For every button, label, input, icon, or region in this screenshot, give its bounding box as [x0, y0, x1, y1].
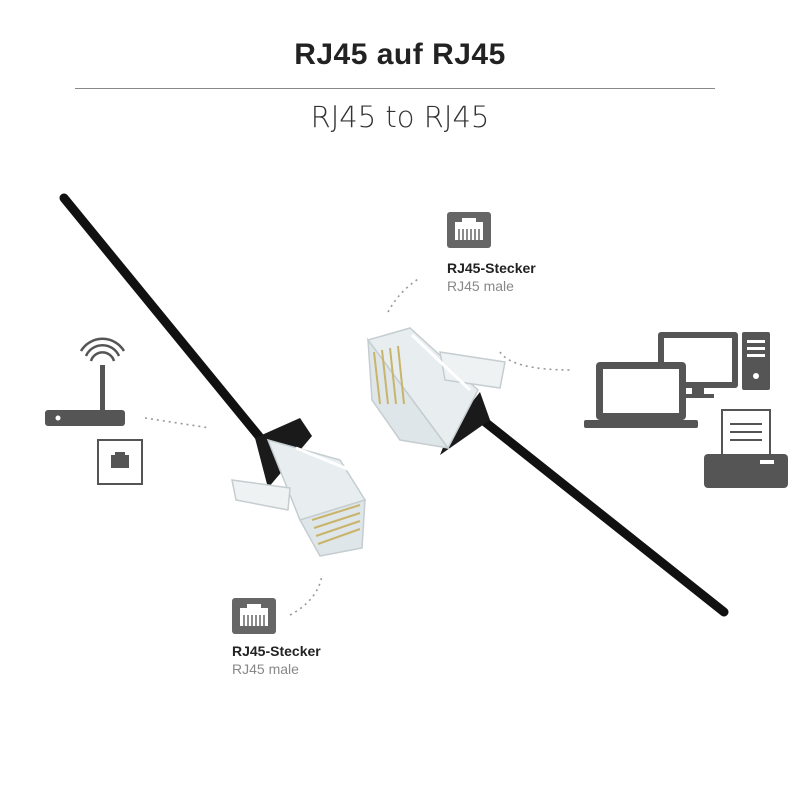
laptop-icon: [584, 362, 698, 428]
leader-devices: [499, 351, 573, 371]
leader-top-plug: [387, 277, 421, 313]
port-icon-bottom: [232, 598, 276, 634]
connector-bottom-label-de: RJ45-Stecker: [232, 643, 321, 659]
wall-socket-icon: [97, 439, 143, 485]
title-german: RJ45 auf RJ45: [294, 38, 506, 71]
leader-bottom-plug: [289, 574, 323, 616]
router-icon: [45, 337, 126, 426]
cable-right: [475, 413, 729, 617]
title-english: RJ45 to RJ45: [310, 100, 490, 134]
cable-left: [59, 193, 267, 445]
port-icon-top: [447, 212, 491, 248]
desktop-tower-icon: [742, 332, 770, 390]
connector-bottom-label-en: RJ45 male: [232, 661, 299, 677]
rj45-plug-right: [366, 327, 506, 455]
printer-icon: [704, 409, 788, 488]
callout-top-connector: RJ45-Stecker RJ45 male: [447, 260, 536, 294]
connector-top-label-de: RJ45-Stecker: [447, 260, 536, 276]
leader-router: [144, 417, 211, 429]
rj45-plug-left: [231, 418, 367, 557]
title-divider: [75, 88, 715, 89]
connector-top-label-en: RJ45 male: [447, 278, 514, 294]
callout-bottom-connector: RJ45-Stecker RJ45 male: [232, 643, 321, 677]
